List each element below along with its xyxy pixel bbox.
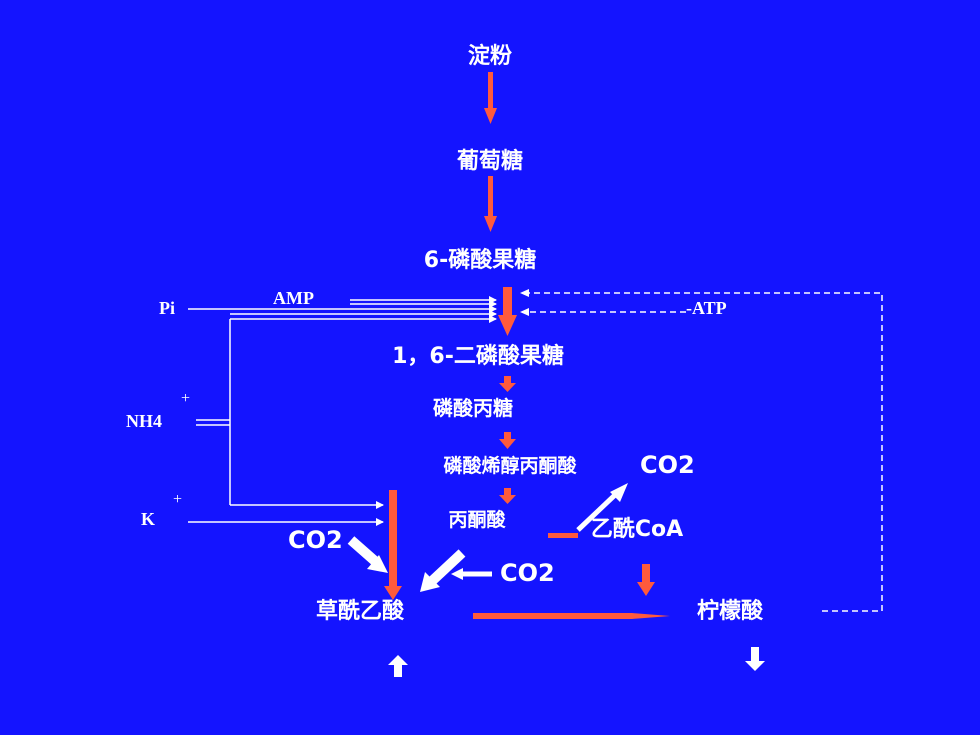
- node-triose-phosphate: 磷酸丙糖: [433, 396, 513, 420]
- flow-arrow-triose-pep: [499, 432, 516, 449]
- node-starch: 淀粉: [467, 44, 513, 69]
- effector-nh4-charge: +: [181, 390, 191, 407]
- effector-lines: [188, 296, 497, 526]
- flow-arrow-starch-glucose: [484, 72, 497, 124]
- atp-feedback-loop: [522, 292, 883, 612]
- flow-arrow-to-oxaloacetate: [384, 490, 402, 600]
- down-arrow-icon: [745, 647, 765, 671]
- co2-arrow-to-oxaloacetate: [347, 536, 388, 573]
- co2-label-from-acetyl: CO2: [640, 451, 695, 479]
- node-pyruvate: 丙酮酸: [448, 509, 506, 531]
- co2-label-from-pyruvate: CO2: [500, 559, 555, 587]
- flow-arrow-f6p-f16bp: [498, 287, 517, 336]
- effector-pi: Pi: [159, 298, 175, 318]
- effector-amp: AMP: [273, 288, 314, 308]
- flow-arrow-pep-pyruvate: [499, 488, 516, 504]
- up-arrow-icon: [388, 655, 408, 677]
- effector-atp: -ATP: [686, 298, 727, 318]
- node-fructose-1-6-bisphosphate: 1，6-二磷酸果糖: [392, 344, 564, 369]
- flow-arrow-glucose-f6p: [484, 176, 497, 232]
- node-fructose-6-phosphate: 6-磷酸果糖: [423, 248, 537, 273]
- flow-arrow-acetylcoa-citrate: [637, 564, 655, 596]
- co2-arrow-small: [451, 568, 492, 580]
- co2-arrow-from-pyruvate: [420, 549, 466, 592]
- co2-label-to-oxaloacetate: CO2: [288, 526, 343, 554]
- node-glucose: 葡萄糖: [456, 149, 524, 174]
- node-oxaloacetate: 草酰乙酸: [315, 599, 405, 624]
- node-acetyl-coa: 乙酰CoA: [590, 517, 684, 542]
- effector-k-charge: +: [173, 491, 183, 508]
- node-phosphoenolpyruvate: 磷酸烯醇丙酮酸: [443, 455, 577, 477]
- co2-arrow-from-acetyl: [576, 483, 628, 532]
- node-citrate: 柠檬酸: [696, 599, 764, 624]
- flow-arrow-oxaloacetate-citrate: [473, 613, 670, 619]
- atp-arrowhead-1: [520, 289, 529, 297]
- effector-nh4: NH4: [126, 411, 162, 431]
- flow-arrow-f16bp-triose: [499, 376, 516, 392]
- atp-arrowhead-2: [520, 308, 529, 316]
- effector-k: K: [141, 509, 156, 529]
- pyruvate-acetyl-link: [548, 533, 578, 538]
